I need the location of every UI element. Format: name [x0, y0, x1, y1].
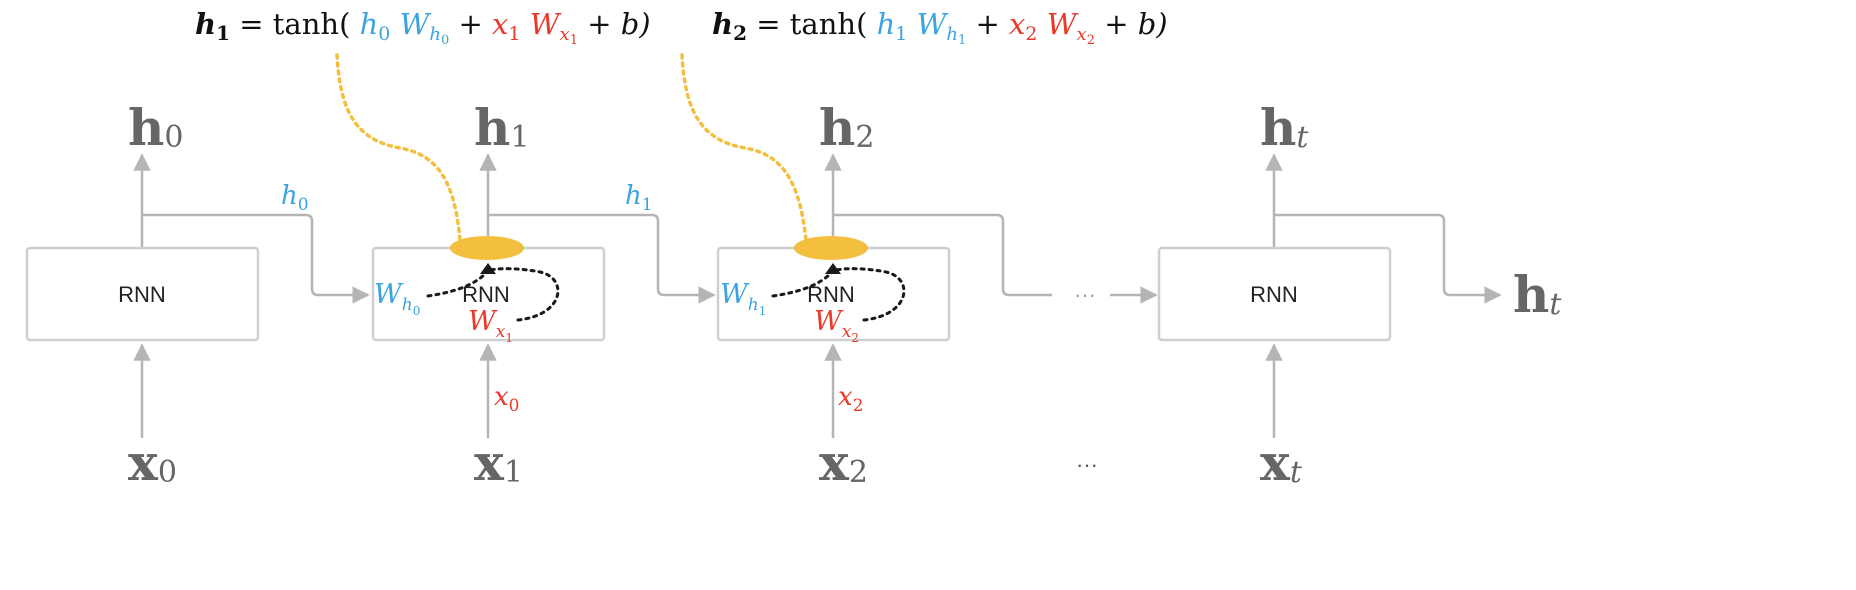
weight-arrowhead-2 [825, 263, 841, 274]
ellipsis-middle: ··· [1074, 282, 1096, 307]
input-label-0: x0 [494, 382, 520, 416]
output-label-t: ht [1260, 98, 1309, 157]
weight-wh-2: Wh1 [720, 279, 766, 318]
hidden-connector-t [1274, 213, 1502, 304]
equation-h2: h2 = tanh( h1 Wh1 + x2 Wx2 + b) [712, 7, 1168, 51]
eq1-func: tanh( [273, 7, 351, 41]
weight-wx-1: Wx1 [468, 306, 513, 345]
final-output-label: ht [1513, 265, 1562, 324]
equation-h1: h1 = tanh( h0 Wh0 + x1 Wx1 + b) [195, 7, 651, 51]
hidden-connector-1 [488, 213, 716, 304]
eq1-lhs: h [195, 7, 216, 41]
hidden-label-0: h0 [281, 181, 309, 215]
rnn-label-1: RNN [462, 282, 510, 307]
input-x-t: xt [1260, 433, 1303, 492]
rnn-label-2: RNN [807, 282, 855, 307]
input-x-1: x1 [474, 433, 523, 492]
hidden-connector-2 [833, 213, 1052, 297]
activation-oval-2 [794, 236, 868, 260]
weight-wx-2: Wx2 [814, 306, 859, 345]
eq2-lhs: h [712, 7, 733, 41]
output-label-1: h1 [474, 98, 529, 157]
eq2-func: tanh( [790, 7, 868, 41]
input-x-2: x2 [819, 433, 868, 492]
hidden-connector-0 [142, 213, 370, 304]
rnn-cell-t [1157, 246, 1392, 342]
weight-curve-h-1 [426, 270, 489, 298]
weight-arrowhead-1 [480, 263, 496, 274]
svg-text:h2 = tanh(: h2 = tanh( h1 Wh1 + x2 Wx2 + b) [712, 7, 1168, 51]
hidden-label-1: h1 [625, 181, 653, 215]
leader-curve-2 [680, 53, 808, 242]
rnn-cell-0 [25, 246, 260, 342]
rnn-label-t: RNN [1250, 282, 1298, 307]
activation-oval-1 [450, 236, 524, 260]
leader-curve-1 [335, 53, 462, 242]
output-label-0: h0 [128, 98, 183, 157]
svg-text:h1 = tanh(: h1 = tanh( h0 Wh0 + x1 Wx1 + b) [195, 7, 651, 51]
weight-curve-h-2 [771, 270, 834, 298]
ellipsis-bottom: ··· [1076, 452, 1098, 477]
weight-wh-1: Wh0 [374, 279, 420, 318]
input-label-2: x2 [838, 382, 864, 416]
output-label-2: h2 [819, 98, 874, 157]
rnn-label-0: RNN [118, 282, 166, 307]
input-x-0: x0 [128, 433, 177, 492]
